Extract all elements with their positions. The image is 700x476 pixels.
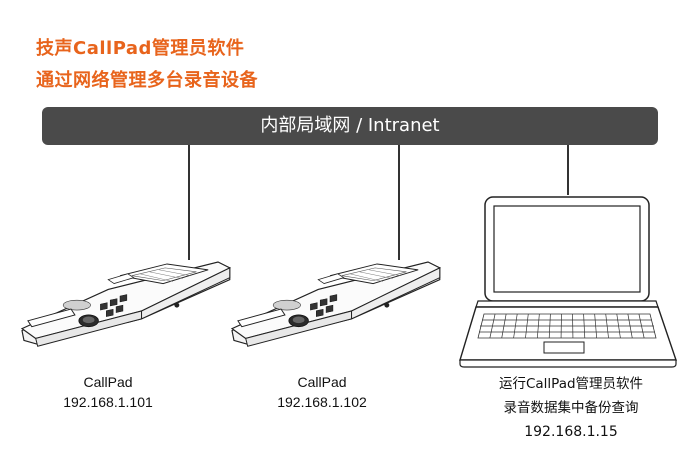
connector-line-device-2 bbox=[398, 145, 400, 260]
device-1-label: CallPad 192.168.1.101 bbox=[28, 372, 188, 412]
laptop-icon bbox=[459, 196, 677, 368]
callpad-device-icon bbox=[231, 261, 441, 347]
title-line-2: 通过网络管理多台录音设备 bbox=[36, 70, 258, 91]
intranet-bar: 内部局域网 / Intranet bbox=[42, 107, 658, 145]
laptop-line-2: 录音数据集中备份查询 bbox=[503, 400, 639, 416]
connector-line-laptop bbox=[567, 145, 569, 195]
device-2-name: CallPad bbox=[297, 374, 347, 390]
title-line-1: 技声CallPad管理员软件 bbox=[36, 38, 245, 59]
connector-line-device-1 bbox=[188, 145, 190, 260]
device-1-ip: 192.168.1.101 bbox=[63, 394, 153, 410]
device-1-name: CallPad bbox=[83, 374, 133, 390]
laptop-ip: 192.168.1.15 bbox=[524, 424, 618, 440]
laptop-label: 运行CallPad管理员软件 录音数据集中备份查询 192.168.1.15 bbox=[466, 372, 676, 444]
device-2-label: CallPad 192.168.1.102 bbox=[242, 372, 402, 412]
callpad-device-icon bbox=[21, 261, 231, 347]
device-2-ip: 192.168.1.102 bbox=[277, 394, 367, 410]
laptop-line-1: 运行CallPad管理员软件 bbox=[498, 376, 644, 392]
